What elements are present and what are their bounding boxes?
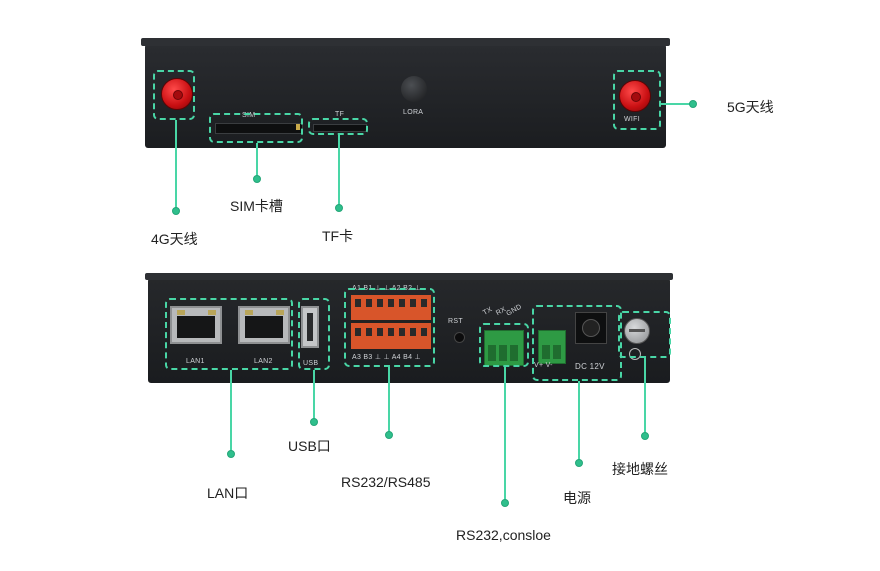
leader-sim	[256, 143, 258, 179]
leader-power	[578, 381, 580, 463]
dot-power	[575, 459, 583, 467]
callout-usb-port: USB口	[288, 438, 331, 454]
rst-silk-label: RST	[448, 318, 463, 325]
callout-sim-slot: SIM卡槽	[230, 198, 283, 214]
tx-silk-label: TX	[481, 306, 494, 317]
callout-tf-card: TF卡	[322, 228, 354, 244]
callout-rs232-console: RS232,consloe	[456, 527, 551, 543]
rs485-terminal-block	[351, 295, 431, 349]
dot-ground	[641, 432, 649, 440]
callout-4g-antenna: 4G天线	[151, 231, 198, 247]
dot-usb	[310, 418, 318, 426]
leader-usb	[313, 370, 315, 422]
highlight-ground	[618, 311, 671, 358]
console-terminal-block	[484, 330, 524, 366]
highlight-sim	[209, 113, 303, 143]
tf-silk-label: TF	[335, 111, 345, 118]
highlight-tf	[308, 118, 368, 135]
lora-silk-label: LORA	[403, 109, 424, 116]
lan1-port	[170, 306, 222, 344]
leader-console	[504, 367, 506, 503]
leader-5g	[661, 103, 691, 105]
gnd-silk-label: GND	[505, 303, 524, 318]
terminal-bottom-label: A3 B3 ⊥ ⊥ A4 B4 ⊥	[352, 354, 421, 361]
dot-rs485	[385, 431, 393, 439]
ground-screw	[624, 318, 650, 344]
sim-eject-pin	[296, 124, 300, 130]
callout-5g-antenna: 5G天线	[727, 99, 774, 115]
dot-4g	[172, 207, 180, 215]
dot-5g	[689, 100, 697, 108]
leader-4g	[175, 120, 177, 210]
lora-connector	[401, 76, 427, 102]
highlight-4g	[153, 70, 195, 120]
power-terminal-block	[538, 330, 566, 364]
leader-rs485	[388, 367, 390, 435]
dot-tf	[335, 204, 343, 212]
antenna-4g-connector	[161, 78, 193, 110]
power-terminal-label: V+ V-	[534, 362, 553, 369]
dot-console	[501, 499, 509, 507]
lan2-silk-label: LAN2	[254, 358, 273, 365]
reset-button	[454, 332, 465, 343]
sim-silk-label: SIM	[242, 112, 256, 119]
device-top-panel: SIM TF LORA WIFI	[141, 38, 670, 148]
callout-ground-screw: 接地螺丝	[612, 461, 668, 477]
callout-rs232-rs485: RS232/RS485	[341, 474, 431, 490]
callout-power: 电源	[563, 490, 591, 506]
leader-tf	[338, 135, 340, 208]
usb-silk-label: USB	[303, 360, 319, 367]
dot-lan	[227, 450, 235, 458]
highlight-usb	[298, 298, 330, 370]
highlight-rs485	[344, 288, 435, 367]
lan2-port	[238, 306, 290, 344]
dot-sim	[253, 175, 261, 183]
lan1-silk-label: LAN1	[186, 358, 205, 365]
dc-silk-label: DC 12V	[575, 362, 605, 371]
highlight-console	[479, 323, 529, 367]
highlight-lan	[165, 298, 293, 370]
wifi-silk-label: WIFI	[624, 116, 640, 123]
leader-lan	[230, 370, 232, 454]
dc-jack	[575, 312, 607, 344]
usb-port	[301, 306, 319, 348]
ground-symbol-icon	[629, 348, 641, 360]
highlight-5g	[613, 70, 661, 130]
callout-lan-port: LAN口	[207, 485, 249, 501]
highlight-power	[532, 305, 622, 381]
leader-ground	[644, 358, 646, 436]
antenna-5g-connector	[619, 80, 651, 112]
